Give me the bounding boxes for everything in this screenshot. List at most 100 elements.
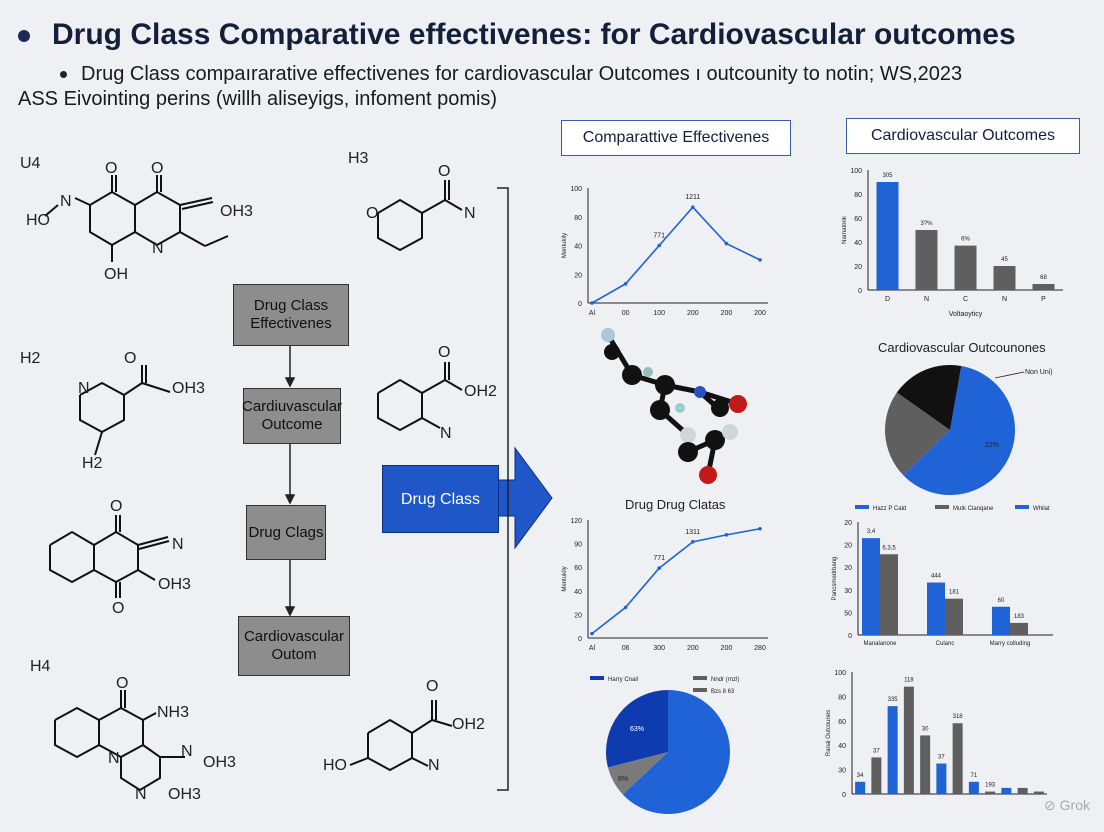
bar-chart-2-tick-label: 50 bbox=[844, 610, 852, 617]
atom-label: N bbox=[78, 380, 90, 397]
bar-chart-2-tick-label: 0 bbox=[848, 633, 852, 640]
bar-chart-2-bar bbox=[862, 538, 880, 635]
line-chart-2-point bbox=[590, 631, 594, 636]
line-chart-2-x-tick: 200 bbox=[687, 645, 699, 652]
bar-chart-2-x-tick: Manalanone bbox=[863, 641, 897, 647]
line-chart-1-point bbox=[623, 282, 628, 286]
bar-chart-3-bar bbox=[871, 757, 882, 794]
atom-label: OH3 bbox=[172, 380, 205, 397]
atom-label: O bbox=[124, 350, 137, 367]
legend-label: Harry Cnail bbox=[608, 677, 638, 683]
atom-label: H2 bbox=[82, 455, 103, 472]
drug-class-arrow-icon bbox=[496, 446, 553, 550]
bar-chart-1-ylabel: Narnatonk bbox=[842, 215, 848, 244]
line-chart-1-tick-label: 0 bbox=[578, 301, 582, 308]
bar-chart-3-bar bbox=[952, 723, 963, 794]
line-chart-1-point-label: 1211 bbox=[685, 194, 700, 201]
legend-swatch bbox=[855, 505, 869, 509]
atom-label: NH3 bbox=[157, 704, 190, 721]
legend-label: Bzs 8 63 bbox=[711, 689, 735, 695]
line-chart-2-x-tick: Al bbox=[589, 645, 596, 652]
atom-label: N bbox=[135, 786, 147, 803]
atom-label: N bbox=[108, 750, 120, 767]
bar-chart-1-x-tick: N bbox=[1002, 296, 1007, 303]
atom-label: N bbox=[60, 193, 72, 210]
bar-chart-3-bar bbox=[920, 735, 931, 794]
bar-chart-2-value-label: 183 bbox=[1014, 614, 1025, 620]
bar-chart-3-value-label: 71 bbox=[971, 773, 978, 779]
line-chart-2-tick-label: 20 bbox=[574, 612, 582, 619]
legend-swatch bbox=[693, 688, 707, 692]
bar-chart-2-tick-label: 20 bbox=[844, 565, 852, 572]
bar-chart-3-bar bbox=[903, 686, 914, 794]
bullet-icon bbox=[18, 30, 30, 43]
bar-chart-3-tick-label: 30 bbox=[838, 768, 846, 775]
bar-chart-2-tick-label: 20 bbox=[844, 520, 852, 527]
bar-chart-3-tick-label: 80 bbox=[838, 694, 846, 701]
bar-chart-2-bar bbox=[992, 606, 1010, 635]
bar-chart-1-value-label: 68 bbox=[1040, 275, 1047, 281]
pie-chart-2-slice bbox=[606, 690, 668, 768]
bar-chart-3-bar bbox=[1001, 787, 1012, 794]
line-chart-1-x-tick: 200 bbox=[754, 310, 766, 317]
bar-chart-1-tick-label: 40 bbox=[854, 240, 862, 247]
pie-chart-1-slice bbox=[896, 365, 962, 430]
line-chart-1-tick-label: 40 bbox=[574, 244, 582, 251]
pie1-leader-line bbox=[994, 371, 1025, 379]
grok-logo-icon: ⊘ bbox=[1044, 797, 1060, 813]
bar-chart-1-x-tick: N bbox=[924, 296, 929, 303]
flow-box-cardiovascular-outcome: Cardiuvascular Outcome bbox=[242, 388, 342, 444]
bar-chart-1-value-label: 3?% bbox=[920, 221, 933, 227]
legend-swatch bbox=[1015, 505, 1029, 509]
bar-chart-2-tick-label: 20 bbox=[844, 543, 852, 550]
atom-label: O bbox=[438, 163, 451, 180]
legend-label: Nndr (rnzl) bbox=[711, 677, 739, 683]
slide-subtitle: Drug Class compaırarative effectivenes f… bbox=[18, 63, 963, 110]
line-chart-1-point bbox=[657, 243, 661, 248]
bar-chart-3-tick-label: 100 bbox=[834, 670, 846, 677]
line-chart-1-point bbox=[758, 258, 762, 262]
bar-chart-2-value-label: 444 bbox=[931, 574, 942, 580]
line-chart-2-tick-label: 0 bbox=[578, 636, 582, 643]
bar-chart-3-bar bbox=[887, 706, 898, 794]
line-chart-1-point bbox=[724, 241, 729, 246]
pie2-pct-label: 63% bbox=[630, 726, 644, 733]
bar-chart-1-bar bbox=[876, 182, 899, 290]
atom-label: O bbox=[110, 498, 123, 515]
bar-chart-2-value-label: 60 bbox=[998, 598, 1005, 604]
bar-chart-1-tick-label: 80 bbox=[854, 192, 862, 199]
bar-chart-2-ylabel: Pancsmedrbang bbox=[832, 557, 838, 601]
pie-chart-1-slice bbox=[903, 365, 1015, 495]
line-chart-2-x-tick: 280 bbox=[754, 645, 766, 652]
atom-label: O bbox=[116, 675, 129, 692]
atom-label: O bbox=[366, 205, 379, 222]
line-chart-1-point bbox=[691, 205, 695, 209]
bar-chart-1-x-tick: C bbox=[963, 296, 968, 303]
bar-chart-2-x-tick: Culanc bbox=[936, 641, 955, 647]
bar-chart-3-tick-label: 60 bbox=[838, 719, 846, 726]
atom-label: O bbox=[426, 678, 439, 695]
bar-chart-2-x-tick: Marry colluding bbox=[990, 641, 1031, 647]
atom-label: O bbox=[112, 600, 125, 617]
line-chart-2-x-tick: 200 bbox=[721, 645, 733, 652]
bar-chart-3-bar bbox=[968, 781, 979, 794]
bar-chart-3-value-label: 193 bbox=[985, 783, 996, 789]
bar-chart-3-tick-label: 0 bbox=[842, 792, 846, 799]
line-chart-2-series-line bbox=[591, 527, 761, 635]
panel-title-cardiovascular: Cardiovascular Outcomes bbox=[846, 118, 1080, 154]
legend-label: Mutk Clanqane bbox=[953, 506, 994, 512]
label-h3: H3 bbox=[348, 150, 369, 167]
bar-chart-3-value-label: 34 bbox=[857, 773, 864, 779]
atom-label: OH2 bbox=[452, 716, 485, 733]
bar-chart-3-bar bbox=[985, 791, 996, 794]
bar-chart-1-bar bbox=[1032, 284, 1055, 290]
atom-label: N bbox=[152, 240, 164, 257]
atom-label: N bbox=[172, 536, 184, 553]
bar-chart-1-bar bbox=[915, 230, 938, 290]
bar-chart-2-value-label: 6,3,5 bbox=[882, 545, 896, 551]
line-chart-2-x-tick: 06 bbox=[622, 645, 630, 652]
line-chart-1-x-tick: Al bbox=[589, 310, 596, 317]
bar-chart-3-value-label: 335 bbox=[888, 697, 899, 703]
bar-chart-1-bar bbox=[954, 245, 977, 290]
bar-chart-2-bar bbox=[945, 598, 963, 635]
